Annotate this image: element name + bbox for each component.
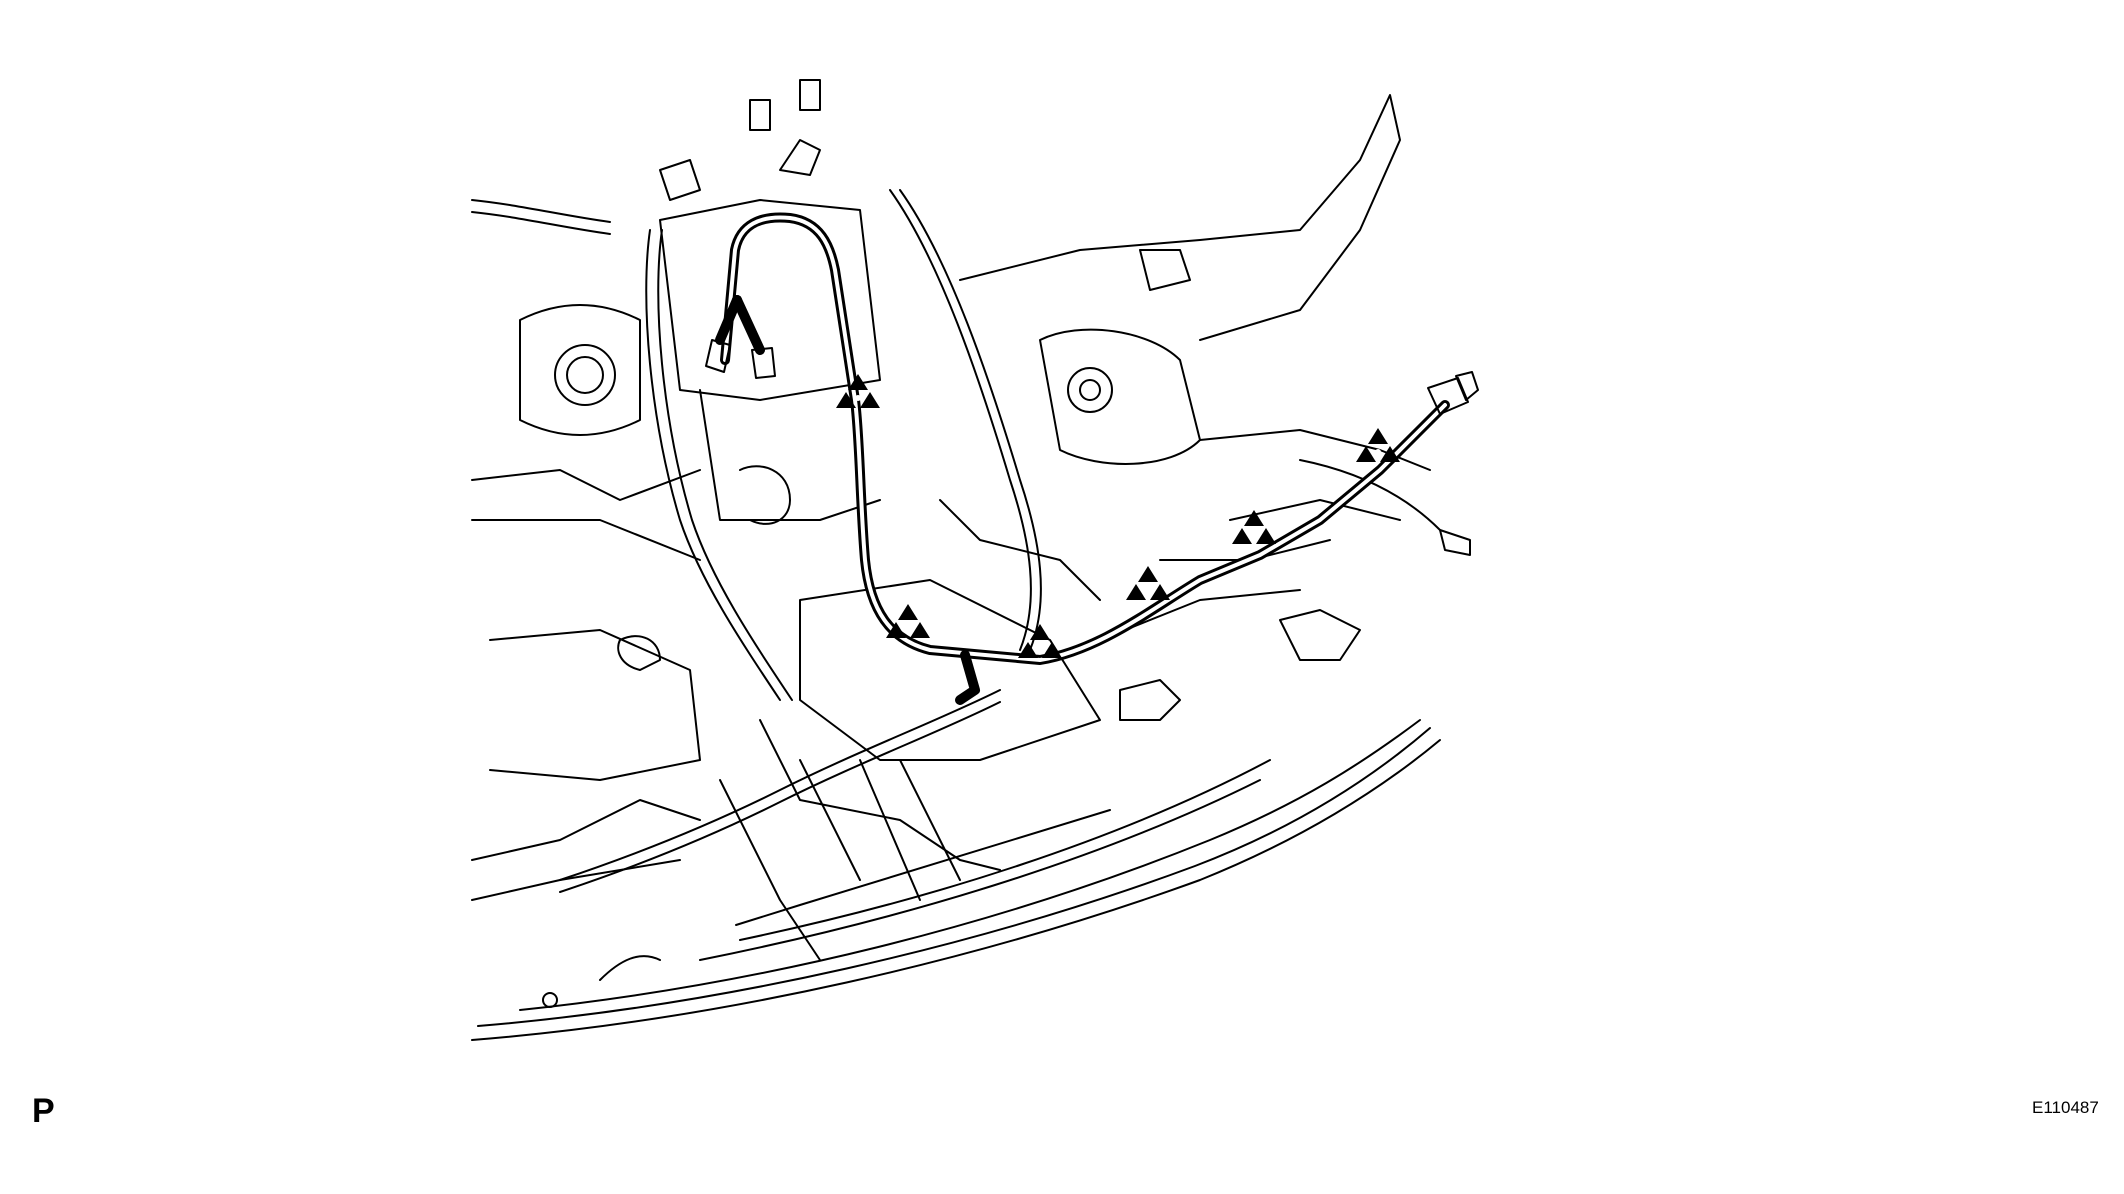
highlighted-harness [705, 212, 1479, 705]
corner-mark: P [32, 1092, 55, 1130]
clip-4 [1126, 566, 1170, 600]
clip-1 [836, 374, 880, 408]
panel-lower-edge [471, 719, 1441, 1041]
other-harnesses [542, 79, 1471, 1008]
center-structure [659, 199, 1101, 961]
clip-3 [1018, 624, 1062, 658]
clip-6 [1356, 428, 1400, 462]
clip-5 [1232, 510, 1276, 544]
figure-code: E110487 [2032, 1098, 2099, 1117]
clips [836, 374, 1400, 658]
left-structure [471, 199, 701, 901]
clip-2 [886, 604, 930, 638]
right-structure [959, 94, 1431, 721]
